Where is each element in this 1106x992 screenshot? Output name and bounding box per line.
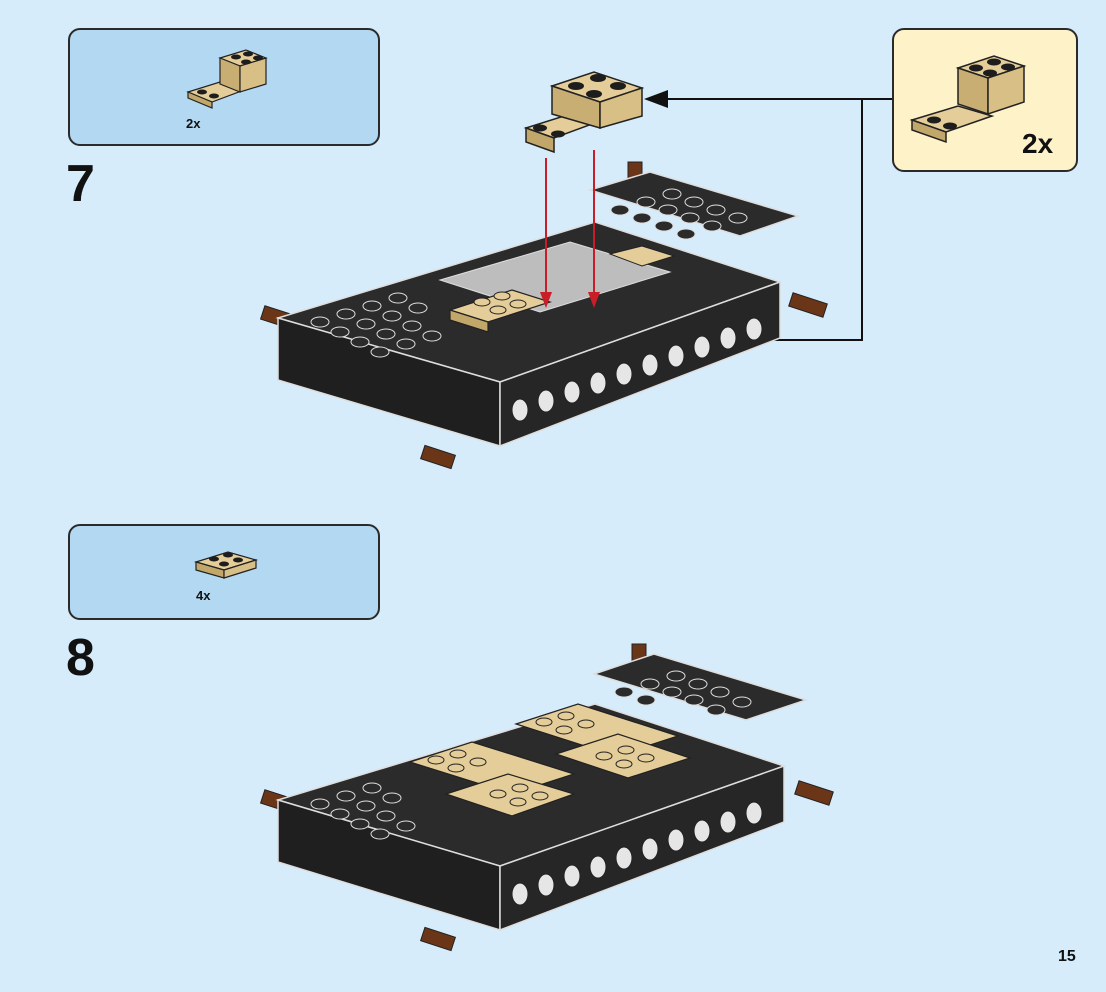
part-quantity: 2x: [186, 116, 201, 131]
down-arrow-icon: [588, 292, 600, 308]
step-7-model-illustration: [259, 161, 828, 470]
down-arrow-icon: [540, 292, 552, 308]
sub-assembly-callout: 2x: [892, 28, 1078, 172]
step-7-parts-list: 2x: [68, 28, 380, 146]
tan-plate-part-icon: [193, 551, 259, 579]
step-number: 7: [66, 155, 95, 213]
tan-bracket-part-icon: [186, 49, 268, 109]
tan-bracket-being-placed: [523, 71, 645, 154]
tan-bracket-callout-icon: [909, 55, 1027, 144]
arrow-head-icon: [644, 90, 668, 108]
callout-quantity: 2x: [1022, 128, 1054, 159]
step-number: 8: [66, 629, 95, 687]
step-8-parts-list: 4x: [68, 524, 380, 620]
part-quantity: 4x: [196, 588, 211, 603]
page-number: 15: [1058, 948, 1076, 965]
step-8-model-illustration: [259, 643, 834, 952]
